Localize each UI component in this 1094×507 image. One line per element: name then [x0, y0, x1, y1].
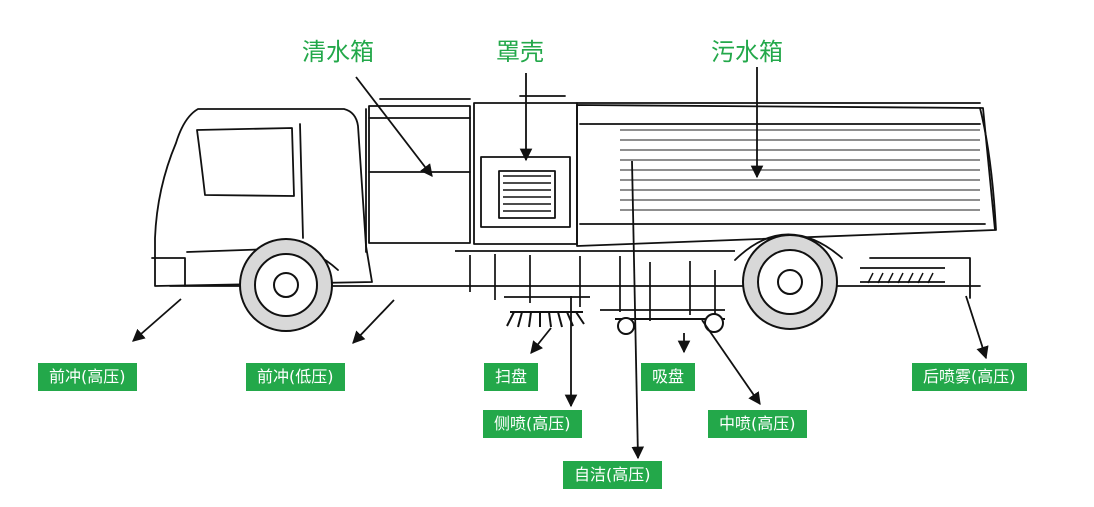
label-front-flush-high: 前冲(高压)	[38, 363, 137, 391]
label-rear-spray-mist: 后喷雾(高压)	[912, 363, 1027, 391]
label-clean-water-tank: 清水箱	[302, 38, 374, 66]
rear-tail	[869, 257, 971, 299]
rear-wheel	[742, 234, 838, 330]
waste-tank-rear-door	[979, 107, 997, 231]
label-self-clean-high: 自洁(高压)	[563, 461, 662, 489]
cab-outline	[154, 108, 373, 287]
arrow-middle-spray	[701, 319, 761, 406]
suction-disc	[615, 313, 725, 335]
rear-spray-rack	[867, 272, 934, 284]
label-suction-disc: 吸盘	[641, 363, 696, 391]
label-middle-spray-high: 中喷(高压)	[708, 410, 807, 438]
clean-water-tank-box	[368, 105, 471, 244]
sweep-brush	[506, 311, 585, 328]
label-side-spray-high: 侧喷(高压)	[483, 410, 582, 438]
cover-shell-grille-frame	[480, 156, 571, 228]
arrow-sweep-brush	[530, 327, 552, 354]
cab-window	[196, 127, 295, 197]
arrow-rear-spray	[965, 295, 989, 360]
label-sweep-brush: 扫盘	[484, 363, 539, 391]
arrow-front-flush-high	[132, 298, 182, 342]
callout-arrows	[132, 67, 989, 460]
front-wheel	[239, 238, 333, 332]
waste-tank-ribs	[620, 129, 980, 211]
arrow-self-clean	[631, 160, 645, 460]
label-waste-water-tank: 污水箱	[711, 38, 783, 66]
arrow-front-flush-low	[352, 299, 395, 344]
cab-bumper	[151, 257, 186, 287]
cover-shell-vent-box	[498, 170, 556, 219]
label-cover-shell: 罩壳	[496, 38, 544, 66]
arrow-clean-water-tank	[355, 76, 433, 177]
cab-door-line	[299, 123, 304, 239]
vent-slats	[503, 175, 551, 212]
waste-water-tank-box	[576, 104, 996, 247]
label-front-flush-low: 前冲(低压)	[246, 363, 345, 391]
